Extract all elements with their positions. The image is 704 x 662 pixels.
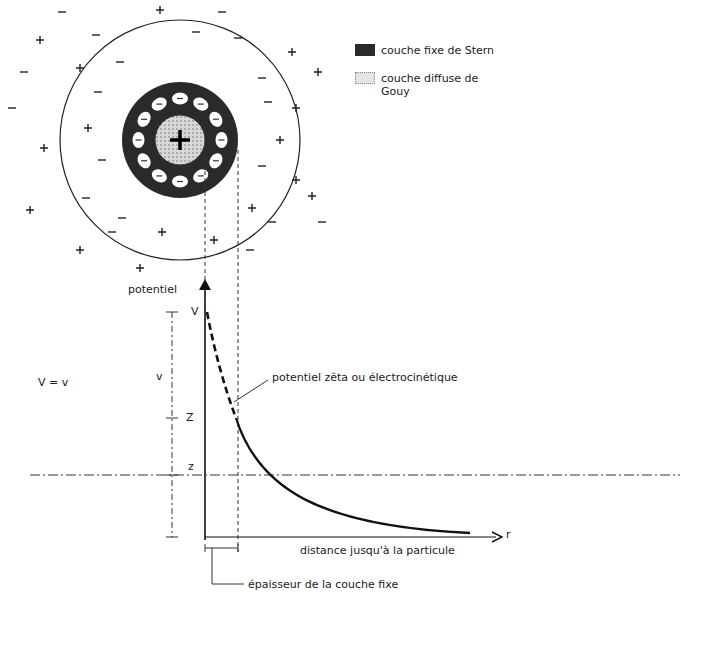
positive-charge <box>292 104 300 112</box>
legend-item: couche fixe de Stern <box>355 44 494 57</box>
y-axis <box>204 282 206 540</box>
positive-charge <box>156 6 164 14</box>
negative-charge <box>58 11 66 12</box>
legend-swatch <box>355 44 375 56</box>
negative-charge <box>118 217 126 218</box>
ion <box>133 132 145 148</box>
label: Z <box>186 411 194 424</box>
ion-charge <box>141 160 147 161</box>
stern-layer-ring <box>122 82 238 198</box>
x-axis <box>205 536 496 537</box>
ion <box>172 93 188 105</box>
ion <box>149 167 169 185</box>
positive-charge <box>136 264 144 272</box>
positive-charge <box>84 124 92 132</box>
ion-charge <box>177 181 183 182</box>
charge-symbols <box>8 6 326 272</box>
legend-swatch <box>355 72 375 84</box>
positive-charge <box>308 192 316 200</box>
label: épaisseur de la couche fixe <box>248 578 398 591</box>
ion-charge <box>198 103 204 104</box>
diffuse-layer-circle <box>60 20 300 260</box>
negative-charge <box>246 249 254 250</box>
negative-charge <box>108 231 116 232</box>
negative-charge <box>258 77 266 78</box>
negative-charge <box>258 165 266 166</box>
dimension-ticks <box>166 312 178 537</box>
negative-charge <box>116 61 124 62</box>
ion-charge <box>177 98 183 99</box>
label: distance jusqu'à la particule <box>300 544 455 557</box>
legend-text: couche diffuse de Gouy <box>381 72 481 98</box>
positive-charge <box>276 136 284 144</box>
negative-charge <box>82 197 90 198</box>
positive-charge <box>36 36 44 44</box>
positive-charge <box>314 68 322 76</box>
projection-line <box>205 150 206 285</box>
negative-charge <box>94 91 102 92</box>
label: potentiel zêta ou électrocinétique <box>272 371 458 384</box>
negative-charge <box>218 11 226 12</box>
negative-charge <box>8 107 16 108</box>
adsorbed-ions <box>133 93 228 188</box>
ion-charge <box>219 139 225 140</box>
ion <box>207 151 225 171</box>
projection-line <box>238 150 239 552</box>
ion-charge <box>156 175 162 176</box>
positive-charge <box>76 64 84 72</box>
positive-charge <box>210 236 218 244</box>
positive-charge <box>288 48 296 56</box>
reference-line <box>30 475 680 476</box>
positive-charge <box>158 228 166 236</box>
ion-charge <box>198 175 204 176</box>
particle-core <box>155 115 205 165</box>
ion <box>135 151 153 171</box>
negative-charge <box>268 221 276 222</box>
ion <box>216 132 228 148</box>
ion <box>207 109 225 129</box>
particle-charge <box>170 130 190 150</box>
ion <box>149 95 169 113</box>
positive-charge <box>292 176 300 184</box>
negative-charge <box>264 101 272 102</box>
potential-curve-stern <box>207 312 236 418</box>
ion-charge <box>213 119 219 120</box>
positive-charge <box>26 206 34 214</box>
ion-charge <box>213 160 219 161</box>
ion <box>135 109 153 129</box>
positive-charge <box>40 144 48 152</box>
negative-charge <box>192 31 200 32</box>
legend-item: couche diffuse de Gouy <box>355 72 481 98</box>
axis-arrowhead <box>199 279 211 290</box>
ion-charge <box>156 103 162 104</box>
negative-charge <box>20 71 28 72</box>
legend-text: couche fixe de Stern <box>381 44 494 57</box>
label: potentiel <box>128 283 177 296</box>
label: z <box>188 460 194 473</box>
label: r <box>506 528 511 541</box>
negative-charge <box>234 37 242 38</box>
label: v <box>156 370 163 383</box>
negative-charge <box>98 159 106 160</box>
ion-charge <box>141 119 147 120</box>
leader-line <box>234 380 268 402</box>
thickness-bracket <box>205 544 244 584</box>
potential-curve-diffuse <box>236 418 470 533</box>
label: V <box>191 305 199 318</box>
ion-charge <box>136 139 142 140</box>
label: V = v <box>38 376 68 389</box>
axis-arrowhead <box>492 532 502 542</box>
positive-charge <box>248 204 256 212</box>
ion <box>191 167 211 185</box>
ion <box>172 176 188 188</box>
ion <box>191 95 211 113</box>
negative-charge <box>318 221 326 222</box>
dimension-line <box>172 312 173 537</box>
positive-charge <box>76 246 84 254</box>
negative-charge <box>92 34 100 35</box>
